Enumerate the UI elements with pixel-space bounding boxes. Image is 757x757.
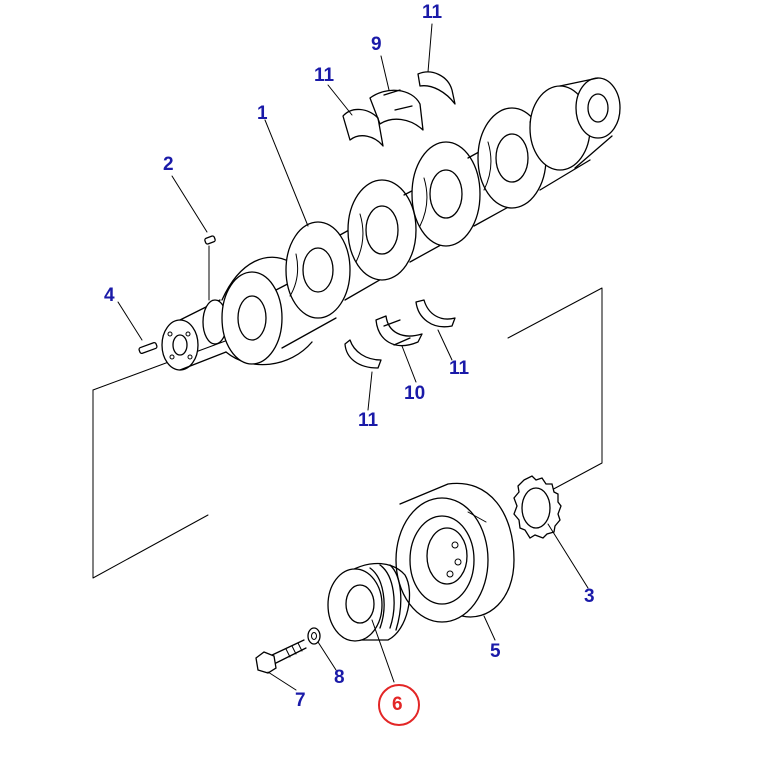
callout-10[interactable]: 10 [404,383,426,404]
crankshaft [161,77,621,371]
callout-7[interactable]: 7 [295,690,306,711]
vibration-damper-part [395,482,515,623]
lower-bearing-set [344,299,456,369]
callout-11-mid-right[interactable]: 11 [449,358,470,379]
callout-1[interactable]: 1 [257,103,268,124]
upper-bearing-set [342,71,456,147]
crank-gear-part [513,475,562,539]
callout-11-mid-left[interactable]: 11 [358,410,379,431]
dowel-part [138,342,158,354]
bolt-part [255,639,307,674]
assembly-frame [92,287,603,579]
callout-6[interactable]: 6 [392,694,403,715]
washer-part [307,627,321,645]
callout-6-highlight-ring [378,684,420,726]
callout-3[interactable]: 3 [584,586,595,607]
callout-8[interactable]: 8 [334,667,345,688]
callout-4[interactable]: 4 [104,285,115,306]
callout-11-upper-left[interactable]: 11 [314,65,335,86]
leader-lines [117,23,589,691]
callout-9[interactable]: 9 [371,34,382,55]
pulley-part [327,562,411,642]
pin-part [204,235,216,245]
callout-5[interactable]: 5 [490,641,501,662]
callout-2[interactable]: 2 [163,154,174,175]
callout-11-top[interactable]: 11 [422,2,443,23]
